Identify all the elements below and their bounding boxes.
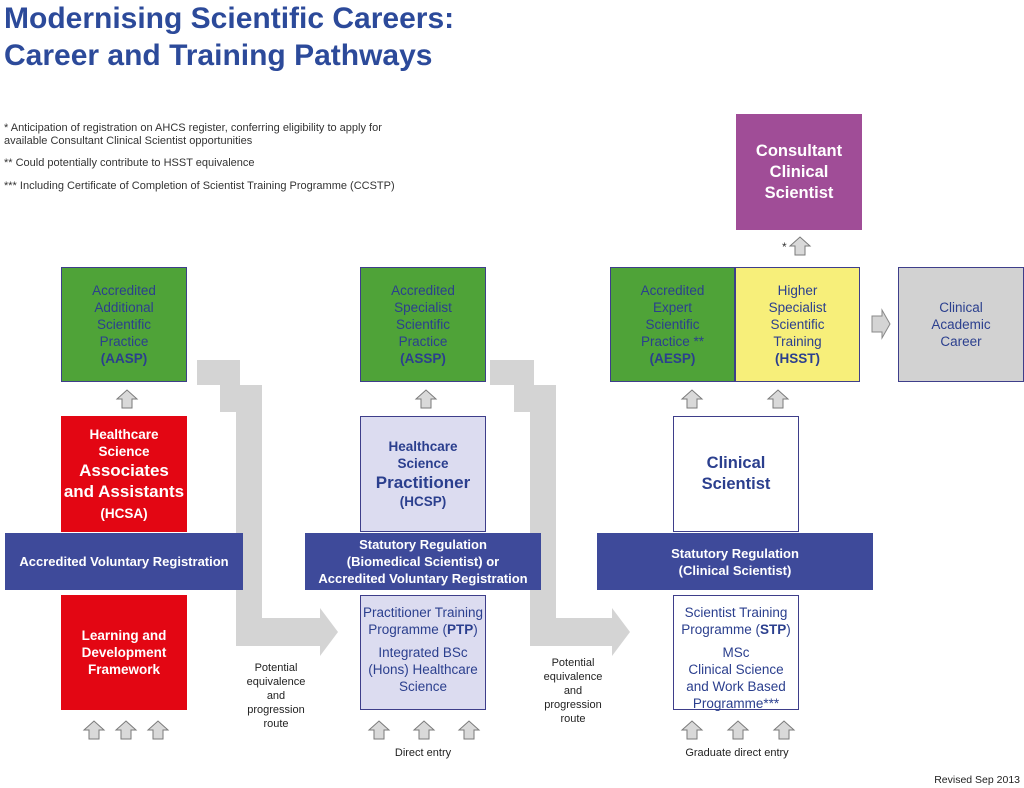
statutory-regulation-biomedical-bar: Statutory Regulation (Biomedical Scienti…: [305, 533, 541, 590]
direct-entry-label: Direct entry: [394, 747, 452, 759]
footnote-hsst: ** Could potentially contribute to HSST …: [4, 157, 255, 169]
aesp-box: Accredited Expert Scientific Practice **…: [610, 267, 735, 382]
hsst-box: Higher Specialist Scientific Training (H…: [735, 267, 860, 382]
up-arrow-graduate-1: [680, 720, 704, 740]
up-arrow-direct-2: [412, 720, 436, 740]
up-arrow-graduate-3: [772, 720, 796, 740]
up-arrow-clinical-aesp: [680, 389, 704, 409]
up-arrow-hcsp-assp: [414, 389, 438, 409]
graduate-direct-entry-label: Graduate direct entry: [685, 747, 789, 759]
stp-box: Scientist Training Programme (STP) MSc C…: [673, 595, 799, 711]
footnote-ccstp: *** Including Certificate of Completion …: [4, 180, 395, 192]
learning-development-framework-box: Learning and Development Framework: [61, 595, 187, 710]
arrow-right-academic: [871, 308, 891, 340]
aasp-box: Accredited Additional Scientific Practic…: [61, 267, 187, 382]
clinical-scientist-box: Clinical Scientist: [673, 416, 799, 532]
progression-arrow-1: [197, 360, 338, 656]
up-arrow-direct-3: [457, 720, 481, 740]
consultant-clinical-scientist-box: Consultant Clinical Scientist: [736, 114, 862, 230]
potential-equivalence-label-2: Potential equivalence and progression ro…: [543, 657, 603, 725]
up-arrow-ldf-3: [146, 720, 170, 740]
hcsa-box: Healthcare Science Associates and Assist…: [61, 416, 187, 532]
assp-box: Accredited Specialist Scientific Practic…: [360, 267, 486, 382]
ptp-box: Practitioner Training Programme (PTP) In…: [360, 595, 486, 710]
consultant-footnote-star: *: [782, 240, 787, 254]
up-arrow-ldf-1: [82, 720, 106, 740]
accredited-voluntary-registration-bar: Accredited Voluntary Registration: [5, 533, 243, 590]
revised-date-label: Revised Sep 2013: [934, 774, 1020, 786]
up-arrow-direct-1: [367, 720, 391, 740]
page-title: Modernising Scientific Careers: Career a…: [4, 2, 455, 72]
hcsp-box: Healthcare Science Practitioner (HCSP): [360, 416, 486, 532]
footnote-registration: * Anticipation of registration on AHCS r…: [4, 122, 382, 147]
up-arrow-hcsa-aasp: [115, 389, 139, 409]
progression-arrow-2: [490, 360, 630, 656]
potential-equivalence-label-1: Potential equivalence and progression ro…: [246, 662, 306, 730]
statutory-regulation-clinical-bar: Statutory Regulation (Clinical Scientist…: [597, 533, 873, 590]
up-arrow-ldf-2: [114, 720, 138, 740]
up-arrow-graduate-2: [726, 720, 750, 740]
up-arrow-consultant: [788, 236, 812, 256]
up-arrow-clinical-hsst: [766, 389, 790, 409]
clinical-academic-career-box: Clinical Academic Career: [898, 267, 1024, 382]
